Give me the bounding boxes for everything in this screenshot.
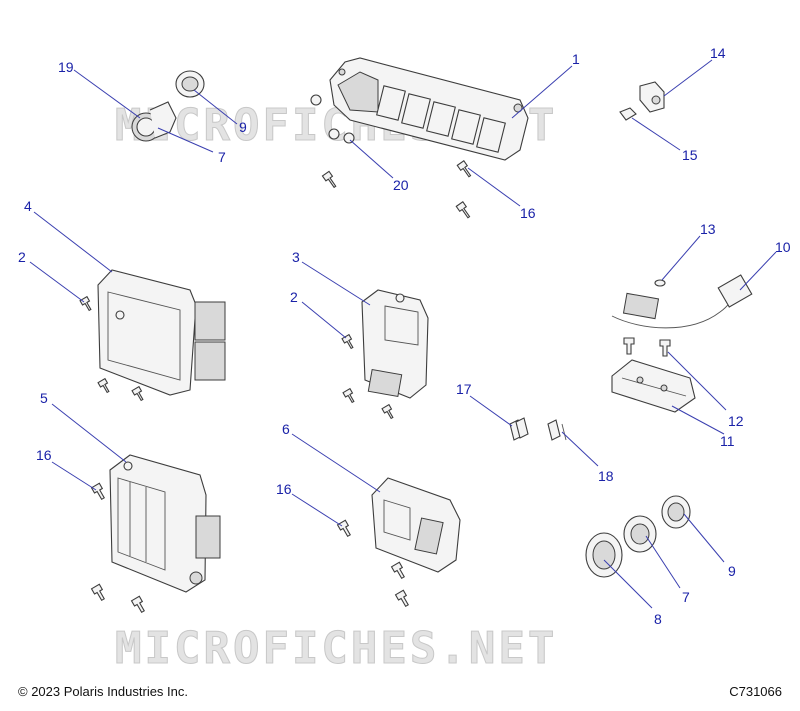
callout-7-top: 7 (218, 149, 226, 165)
leader-lines (29, 59, 777, 609)
callout-9-bottom: 9 (728, 563, 736, 579)
callout-17: 17 (456, 381, 472, 397)
connector-block-part (329, 57, 529, 161)
callout-12: 12 (728, 413, 744, 429)
harness-part-10 (611, 274, 753, 329)
callout-15: 15 (682, 147, 698, 163)
bracket-part-14 (639, 81, 665, 113)
callout-16-top: 16 (520, 205, 536, 221)
callout-10: 10 (775, 239, 791, 255)
callout-4: 4 (24, 198, 32, 214)
ecu-part-4 (97, 269, 226, 396)
controller-part-5 (109, 454, 221, 593)
screw-part-16-left (90, 482, 145, 614)
callout-13: 13 (700, 221, 716, 237)
nut-part-13 (654, 279, 666, 287)
cap-part-8 (585, 532, 623, 578)
bolt-part-15 (619, 107, 637, 121)
module-part-6 (371, 477, 461, 573)
callout-6: 6 (282, 421, 290, 437)
watermark-bottom: MICROFICHES.NET (115, 623, 557, 674)
module-part-3 (361, 289, 429, 399)
screw-part-2-left (79, 295, 144, 402)
callout-9-top: 9 (239, 119, 247, 135)
clip-part-18 (547, 419, 567, 441)
callout-16-middle: 16 (276, 481, 292, 497)
callout-3: 3 (292, 249, 300, 265)
screw-part-2-right (341, 333, 394, 420)
callout-19: 19 (58, 59, 74, 75)
copyright-notice: © 2023 Polaris Industries Inc. (18, 684, 188, 699)
callout-7-bottom: 7 (682, 589, 690, 605)
clip-part-17 (509, 417, 529, 441)
cap-part-19 (131, 101, 177, 142)
socket-part-7-bottom (623, 515, 657, 553)
callout-18: 18 (598, 468, 614, 484)
nut-part-20 (310, 94, 355, 144)
callout-20: 20 (393, 177, 409, 193)
bracket-part-11 (611, 359, 696, 413)
screw-part-16-middle (336, 519, 409, 608)
screw-part-12 (623, 337, 671, 357)
callout-5: 5 (40, 390, 48, 406)
screw-part-16-top (321, 160, 472, 219)
callout-16-left: 16 (36, 447, 52, 463)
callout-8: 8 (654, 611, 662, 627)
diagram-id: C731066 (729, 684, 782, 699)
ring-part-9-bottom (661, 495, 691, 529)
callout-11: 11 (720, 433, 735, 449)
callout-2-right: 2 (290, 289, 298, 305)
callout-14: 14 (710, 45, 726, 61)
callout-1: 1 (572, 51, 580, 67)
callout-2-left: 2 (18, 249, 26, 265)
ring-part-9-top (175, 70, 205, 98)
